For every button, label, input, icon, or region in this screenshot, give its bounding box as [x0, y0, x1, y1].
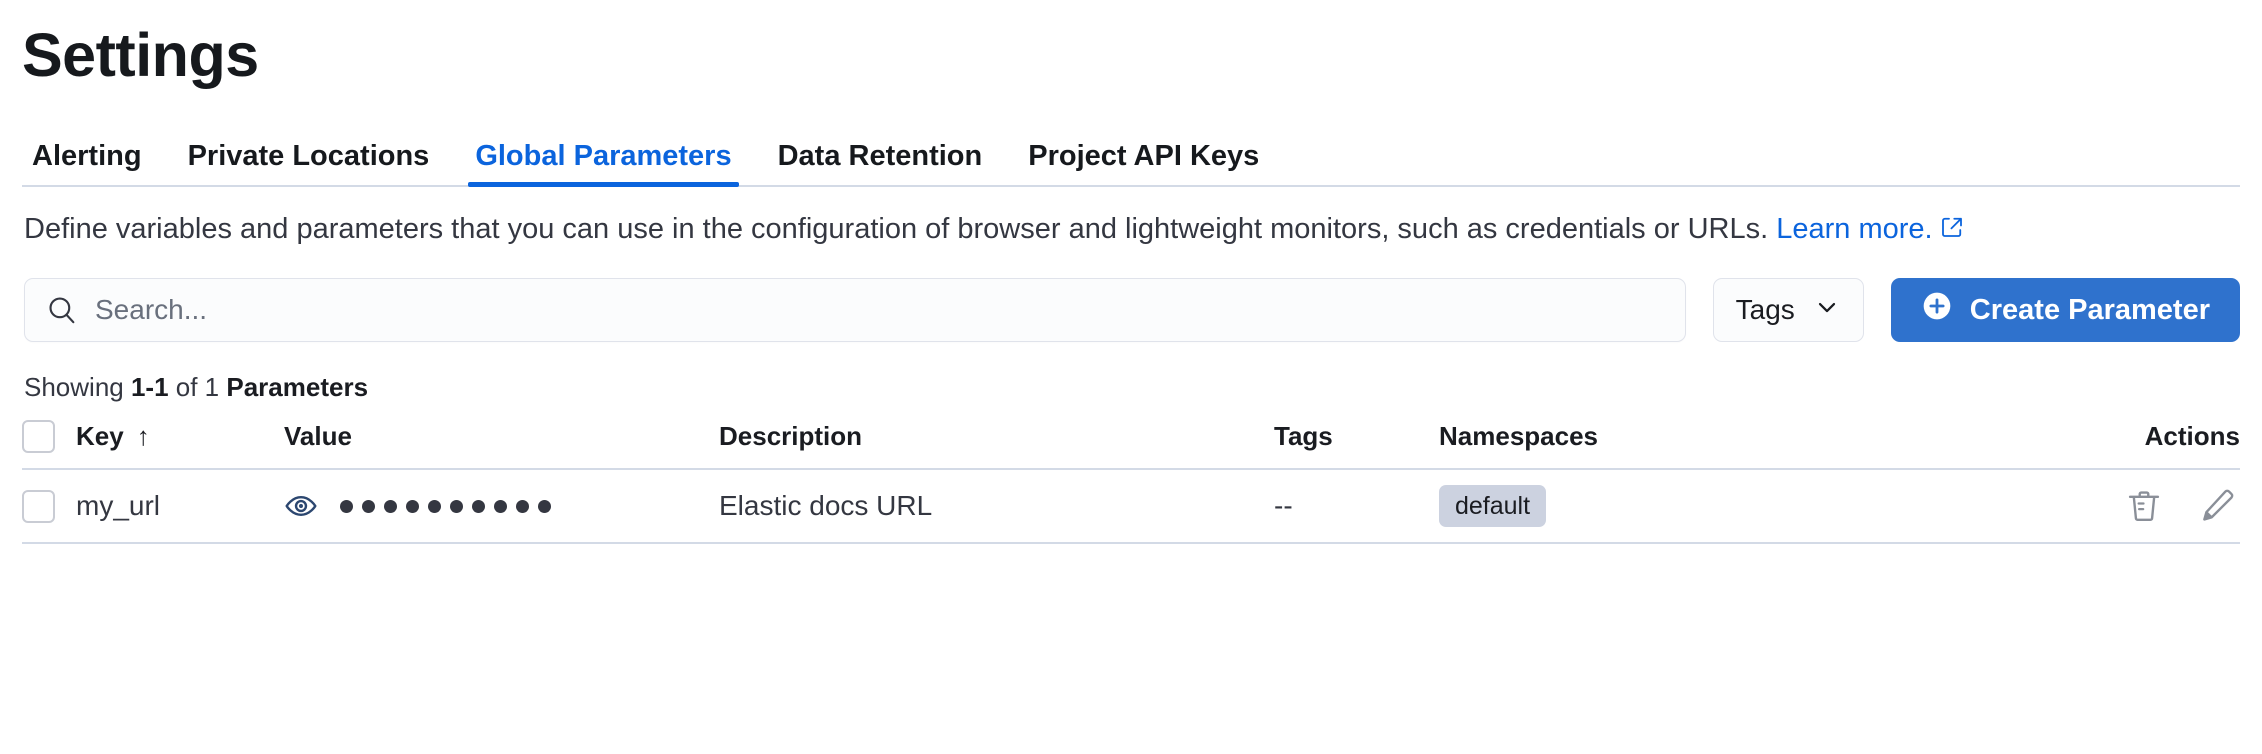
header-actions: Actions — [1959, 419, 2240, 471]
tab-data-retention[interactable]: Data Retention — [755, 142, 1006, 185]
showing-prefix: Showing — [24, 372, 131, 403]
tab-private-locations[interactable]: Private Locations — [165, 142, 453, 185]
description-body: Define variables and parameters that you… — [24, 213, 1777, 246]
controls-row: Tags Create Parameter — [22, 278, 2240, 343]
row-description: Elastic docs URL — [719, 469, 1274, 545]
trash-icon[interactable] — [2125, 487, 2163, 525]
table-header: Key ↑ Value Description Tags Namespaces A… — [22, 419, 2240, 471]
table-row: my_url — [22, 469, 2240, 545]
header-namespaces: Namespaces — [1439, 419, 1959, 471]
header-key[interactable]: Key ↑ — [76, 419, 284, 471]
select-all-checkbox[interactable] — [22, 420, 55, 454]
row-key: my_url — [76, 469, 284, 545]
showing-count: Showing 1-1 of 1 Parameters — [22, 372, 2240, 403]
tab-project-api-keys[interactable]: Project API Keys — [1005, 142, 1282, 185]
header-value: Value — [284, 419, 719, 471]
sort-ascending-icon: ↑ — [136, 421, 150, 452]
page-title: Settings — [22, 21, 259, 89]
tags-filter-button[interactable]: Tags — [1712, 278, 1864, 343]
showing-of: of 1 — [168, 372, 227, 403]
masked-value — [340, 499, 551, 513]
row-select-cell — [22, 469, 76, 545]
showing-entity: Parameters — [226, 372, 369, 403]
search-input[interactable] — [95, 294, 1665, 327]
row-checkbox[interactable] — [22, 489, 55, 523]
showing-range: 1-1 — [130, 372, 169, 403]
search-box[interactable] — [24, 278, 1686, 343]
header-key-label: Key — [76, 421, 124, 452]
search-icon — [45, 293, 79, 327]
table-body: my_url — [22, 469, 2240, 545]
create-parameter-button[interactable]: Create Parameter — [1890, 278, 2240, 343]
namespace-badge: default — [1439, 484, 1547, 528]
pencil-icon[interactable] — [2198, 487, 2236, 525]
table-header-row: Key ↑ Value Description Tags Namespaces A… — [22, 419, 2240, 471]
header-description: Description — [719, 419, 1274, 471]
description-text: Define variables and parameters that you… — [22, 213, 2204, 248]
row-actions — [1959, 469, 2240, 545]
header-tags: Tags — [1274, 419, 1439, 471]
tags-filter-label: Tags — [1735, 294, 1795, 326]
row-value-cell — [284, 469, 719, 545]
row-tags: -- — [1274, 469, 1439, 545]
tab-alerting[interactable]: Alerting — [24, 142, 165, 185]
external-link-icon — [1940, 214, 1964, 248]
row-namespaces: default — [1439, 469, 1959, 545]
tab-bar: Alerting Private Locations Global Parame… — [22, 129, 2240, 188]
tab-global-parameters[interactable]: Global Parameters — [452, 142, 754, 188]
parameters-table: Key ↑ Value Description Tags Namespaces A… — [22, 419, 2240, 545]
chevron-down-icon — [1813, 293, 1841, 328]
create-parameter-label: Create Parameter — [1969, 293, 2210, 326]
plus-circle-icon — [1921, 290, 1953, 330]
header-select-all — [22, 419, 76, 471]
eye-icon[interactable] — [284, 489, 318, 523]
learn-more-link[interactable]: Learn more. — [1776, 213, 1933, 246]
